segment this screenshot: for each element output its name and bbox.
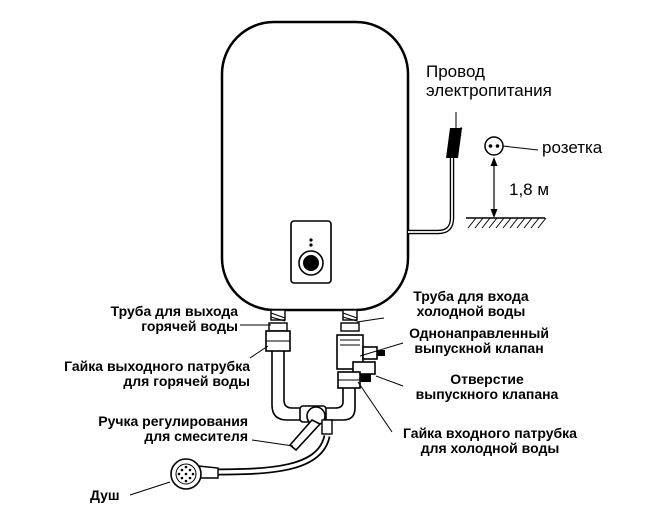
- label-socket-text: розетка: [542, 138, 603, 157]
- cold-water-pipe: [326, 309, 385, 421]
- hot-nut: [265, 330, 291, 352]
- label-valve-hole: Отверстие выпускного клапана: [402, 372, 572, 402]
- height-arrow: [490, 157, 498, 218]
- water-heater-tank: [220, 20, 410, 312]
- hot-water-pipe: [265, 309, 308, 421]
- label-hot-nut-line2: для горячей воды: [123, 373, 250, 389]
- label-mixer-handle-line2: для смесителя: [144, 428, 248, 444]
- label-cold-pipe: Труба для входа холодной воды: [386, 289, 556, 319]
- leader-lines: [129, 317, 404, 496]
- label-hot-pipe-line1: Труба для выхода: [110, 303, 238, 319]
- label-hot-pipe: Труба для выхода горячей воды: [111, 304, 238, 334]
- shower-hose: [211, 434, 331, 476]
- label-hot-nut: Гайка выходного патрубка для горячей вод…: [64, 359, 250, 389]
- label-check-valve-line2: выпускной клапан: [414, 340, 544, 356]
- label-shower: Душ: [90, 488, 120, 503]
- label-socket: розетка: [542, 138, 602, 157]
- label-cold-pipe-line1: Труба для входа: [413, 288, 529, 304]
- cold-nut: [337, 371, 361, 389]
- label-cold-pipe-line2: холодной воды: [416, 303, 526, 319]
- label-valve-hole-line1: Отверстие: [450, 371, 524, 387]
- label-shower-text: Душ: [90, 487, 120, 503]
- label-check-valve-line1: Однонаправленный: [409, 325, 549, 341]
- label-cold-nut: Гайка входного патрубка для холодной вод…: [380, 426, 600, 456]
- label-hot-nut-line1: Гайка выходного патрубка: [64, 358, 250, 374]
- floor-hatch-icon: [466, 217, 547, 229]
- control-panel: [290, 220, 332, 284]
- label-height: 1,8 м: [509, 180, 549, 199]
- label-mixer-handle-line1: Ручка регулирования: [98, 413, 248, 429]
- shower-head-icon: [170, 458, 219, 490]
- label-power-cord-line2: электропитания: [426, 81, 552, 100]
- label-cold-nut-line1: Гайка входного патрубка: [403, 425, 577, 441]
- label-check-valve: Однонаправленный выпускной клапан: [394, 326, 564, 356]
- plug-icon: [446, 112, 463, 158]
- socket-icon: [484, 136, 539, 156]
- power-cord: [408, 112, 463, 235]
- label-hot-pipe-line2: горячей воды: [141, 318, 238, 334]
- control-knob-icon: [298, 250, 324, 276]
- mixer-valve-icon: [288, 405, 333, 452]
- label-cold-nut-line2: для холодной воды: [420, 440, 560, 456]
- label-height-text: 1,8 м: [509, 180, 550, 199]
- label-mixer-handle: Ручка регулирования для смесителя: [98, 414, 248, 444]
- label-valve-hole-line2: выпускного клапана: [415, 386, 559, 402]
- label-power-cord: Провод электропитания: [426, 62, 552, 100]
- label-power-cord-line1: Провод: [426, 62, 485, 81]
